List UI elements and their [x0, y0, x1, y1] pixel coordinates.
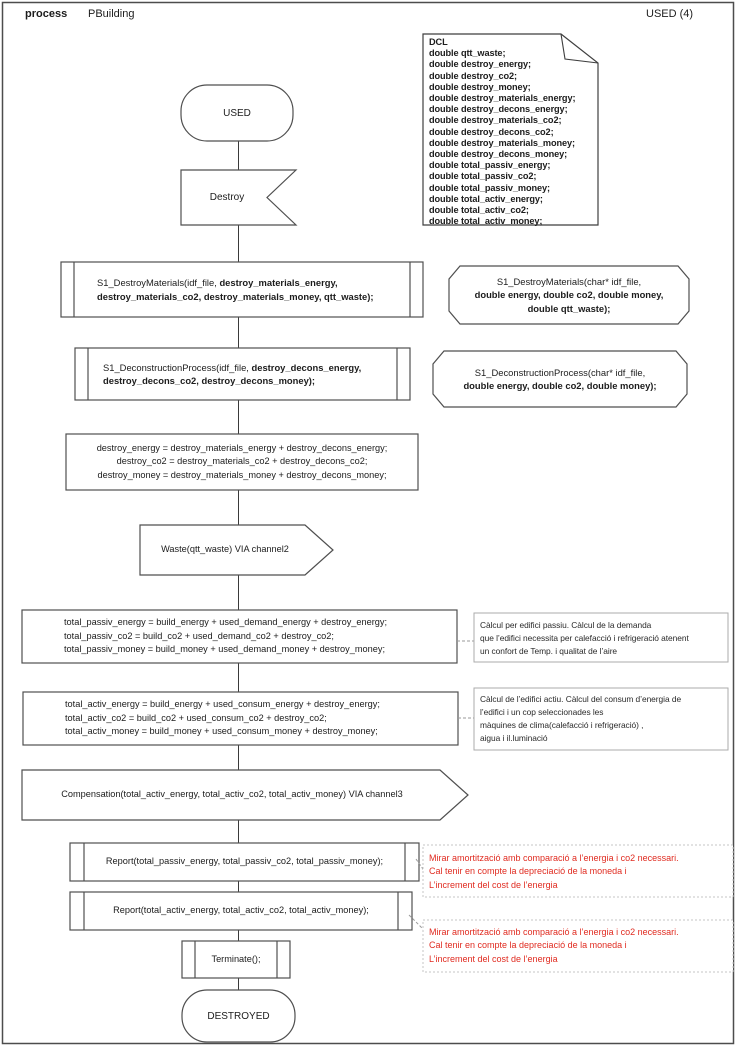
dcl-textbox[interactable]: DCL double qtt_waste; double destroy_ene… — [429, 37, 576, 227]
red-note-report-passiv[interactable]: Mirar amortització amb comparació a l’en… — [429, 852, 679, 890]
proc-call-deconstruction[interactable]: S1_DeconstructionProcess(idf_file, destr… — [103, 361, 362, 386]
proc-call-terminate[interactable]: Terminate(); — [211, 953, 261, 964]
proc-decl-destroy-materials[interactable]: S1_DestroyMaterials(char* idf_file, doub… — [474, 275, 664, 314]
comment-passiv[interactable]: Càlcul per edifici passiu. Càlcul de la … — [480, 619, 689, 656]
decl-destroy-materials-outline — [448, 265, 690, 325]
task-activ-outline — [22, 691, 459, 746]
diagram-kind-label: process — [25, 8, 68, 20]
start-state-used[interactable]: USED — [223, 107, 251, 119]
red-note-passiv-connector — [415, 858, 426, 873]
decl-deconstruction-outline — [432, 350, 688, 408]
proc-decl-deconstruction[interactable]: S1_DeconstructionProcess(char* idf_file,… — [463, 366, 657, 391]
output-signal-compensation[interactable]: Compensation(total_activ_energy, total_a… — [61, 789, 403, 800]
dcl-textbox-fold-icon — [560, 33, 599, 64]
task-passiv-outline — [21, 609, 458, 664]
comment-activ-outline — [473, 687, 729, 751]
output-waste-outline — [139, 524, 334, 576]
proc-call-destroy-materials[interactable]: S1_DestroyMaterials(idf_file, destroy_ma… — [97, 277, 374, 302]
task-destroy-outline — [65, 433, 419, 491]
red-note-activ-outline — [422, 919, 734, 973]
proc-destroy-materials-outline — [60, 261, 424, 318]
input-signal-outline — [180, 169, 298, 226]
process-name: PBuilding — [88, 8, 135, 20]
proc-call-report-activ[interactable]: Report(total_activ_energy, total_activ_c… — [113, 905, 369, 916]
output-compensation-outline — [21, 769, 469, 821]
proc-deconstruction-outline — [74, 347, 411, 401]
proc-call-report-passiv[interactable]: Report(total_passiv_energy, total_passiv… — [105, 856, 384, 867]
end-state-destroyed[interactable]: DESTROYED — [207, 1010, 270, 1022]
red-note-activ-connector — [408, 914, 426, 932]
comment-passiv-outline — [473, 612, 729, 663]
comment-activ[interactable]: Càlcul de l’edifici actiu. Càlcul del co… — [480, 694, 682, 743]
proc-report-passiv-outline — [69, 842, 420, 882]
task-total-passiv[interactable]: total_passiv_energy = build_energy + use… — [64, 617, 388, 655]
input-signal-destroy[interactable]: Destroy — [209, 192, 245, 203]
task-destroy-sums[interactable]: destroy_energy = destroy_materials_energ… — [96, 442, 388, 480]
start-state-outline — [180, 84, 294, 142]
output-signal-waste[interactable]: Waste(qtt_waste) VIA channel2 — [161, 544, 289, 555]
dcl-textbox-outline — [422, 33, 599, 226]
red-note-passiv-outline — [422, 844, 734, 898]
proc-report-activ-outline — [69, 891, 413, 931]
red-note-report-activ[interactable]: Mirar amortització amb comparació a l’en… — [429, 926, 679, 964]
page-indicator: USED (4) — [646, 8, 694, 20]
proc-terminate-outline — [181, 940, 291, 979]
task-total-activ[interactable]: total_activ_energy = build_energy + used… — [65, 699, 380, 737]
end-state-outline — [181, 989, 296, 1043]
